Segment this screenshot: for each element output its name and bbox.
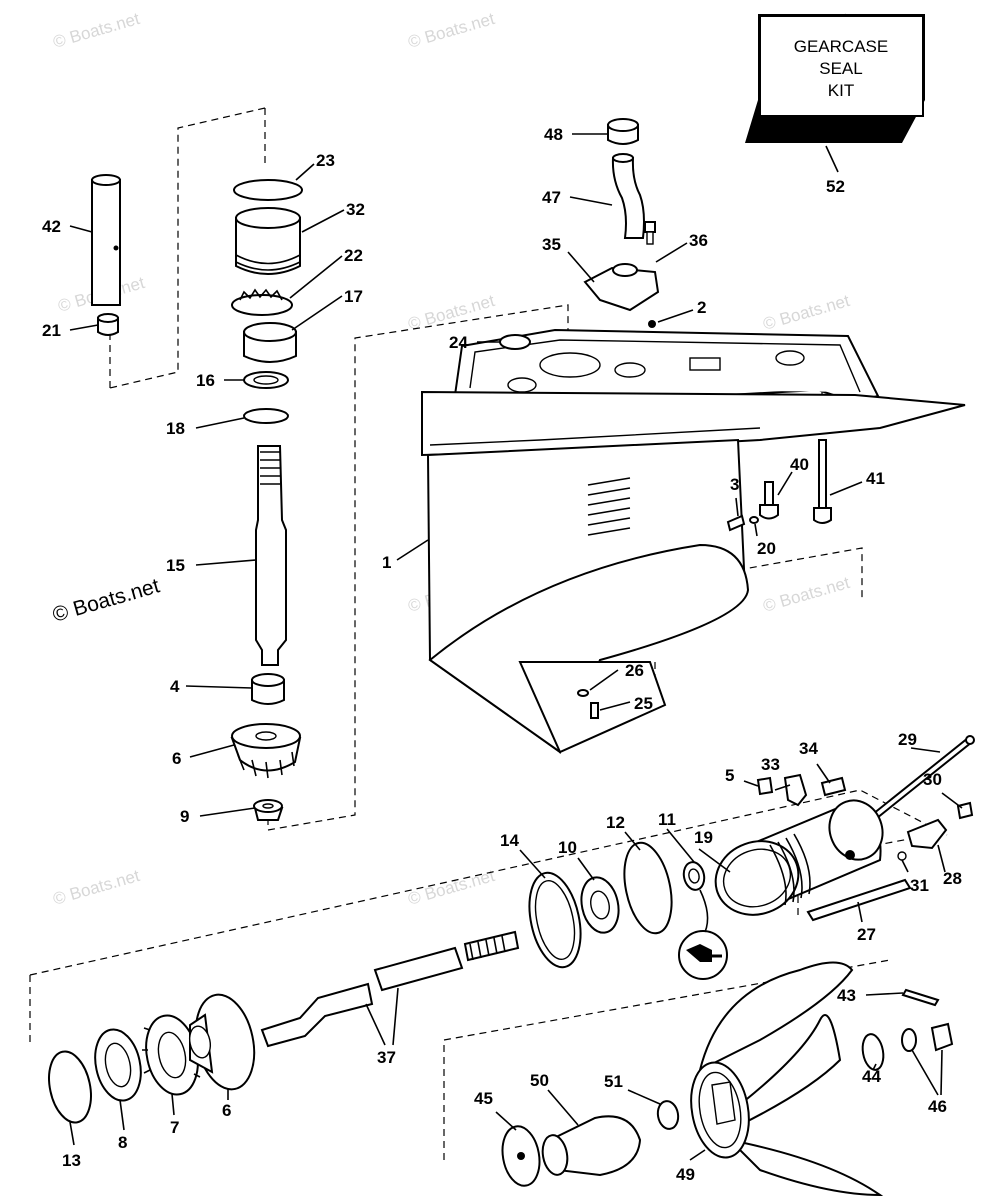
- callout-35: 35: [542, 235, 561, 254]
- driveshaft-tube: [91, 174, 121, 336]
- watermark: © Boats.net: [406, 9, 497, 52]
- callout-48: 48: [544, 125, 563, 144]
- callout-33: 33: [761, 755, 780, 774]
- water-tube-parts: [499, 118, 660, 350]
- callout-30: 30: [923, 770, 942, 789]
- callout-9: 9: [180, 807, 189, 826]
- callout-12: 12: [606, 813, 625, 832]
- callout-37: 37: [377, 1048, 396, 1067]
- housing-fasteners: [577, 439, 832, 719]
- propeller-assembly: [501, 961, 954, 1197]
- callout-17: 17: [344, 287, 363, 306]
- callout-13: 13: [62, 1151, 81, 1170]
- callout-34: 34: [799, 739, 818, 758]
- callout-24: 24: [449, 333, 468, 352]
- callout-52: 52: [826, 177, 845, 196]
- callout-14: 14: [500, 831, 519, 850]
- callout-50: 50: [530, 1071, 549, 1090]
- propshaft-stack: [48, 841, 706, 1124]
- callout-36: 36: [689, 231, 708, 250]
- callout-5: 5: [725, 766, 734, 785]
- callout-11: 11: [658, 810, 676, 829]
- callout-16: 16: [196, 371, 215, 390]
- driveshaft-stack: [230, 179, 303, 821]
- watermark-large: © Boats.net: [50, 574, 162, 626]
- callout-28: 28: [943, 869, 962, 888]
- callout-22: 22: [344, 246, 363, 265]
- callout-2: 2: [697, 298, 706, 317]
- callout-26: 26: [625, 661, 644, 680]
- callout-20: 20: [757, 539, 776, 558]
- callout-3: 3: [730, 475, 739, 494]
- callout-42: 42: [42, 217, 61, 236]
- kit-label-line3: KIT: [828, 81, 854, 100]
- callout-labels: 23 32 22 17 16 18 15 4 6 9 42 21 48 47 3…: [42, 125, 962, 1184]
- kit-label-line2: SEAL: [819, 59, 862, 78]
- callout-44: 44: [862, 1067, 881, 1086]
- callout-23: 23: [316, 151, 335, 170]
- gearcase-seal-kit-box: GEARCASE SEAL KIT: [745, 14, 925, 143]
- callout-8: 8: [118, 1133, 127, 1152]
- callout-25: 25: [634, 694, 653, 713]
- callout-47: 47: [542, 188, 561, 207]
- callout-15: 15: [166, 556, 185, 575]
- leader-lines: [69, 133, 963, 1161]
- callout-51: 51: [604, 1072, 623, 1091]
- callout-1: 1: [382, 553, 391, 572]
- bearing-carrier: [714, 799, 884, 916]
- grease-tube-icon: [678, 930, 728, 980]
- callout-31: 31: [910, 876, 929, 895]
- assembly-guide-lines: [29, 107, 948, 1160]
- watermark: © Boats.net: [51, 9, 142, 52]
- watermark: © Boats.net: [51, 866, 142, 909]
- watermark: © Boats.net: [761, 573, 852, 616]
- callout-46: 46: [928, 1097, 947, 1116]
- callout-29: 29: [898, 730, 917, 749]
- callout-18: 18: [166, 419, 185, 438]
- kit-label-line1: GEARCASE: [794, 37, 888, 56]
- callout-7: 7: [170, 1118, 179, 1137]
- callout-43: 43: [837, 986, 856, 1005]
- callout-4: 4: [170, 677, 180, 696]
- gearcase-housing: [421, 328, 966, 754]
- callout-21: 21: [42, 321, 61, 340]
- callout-6: 6: [172, 749, 181, 768]
- callout-27: 27: [857, 925, 876, 944]
- watermark: © Boats.net: [761, 291, 852, 334]
- callout-41: 41: [866, 469, 885, 488]
- callout-10: 10: [558, 838, 577, 857]
- callout-32: 32: [346, 200, 365, 219]
- callout-45: 45: [474, 1089, 493, 1108]
- callout-49: 49: [676, 1165, 695, 1184]
- watermark: © Boats.net: [406, 866, 497, 909]
- callout-6: 6: [222, 1101, 231, 1120]
- callout-40: 40: [790, 455, 809, 474]
- callout-19: 19: [694, 828, 713, 847]
- water-intake-grille: [587, 477, 631, 536]
